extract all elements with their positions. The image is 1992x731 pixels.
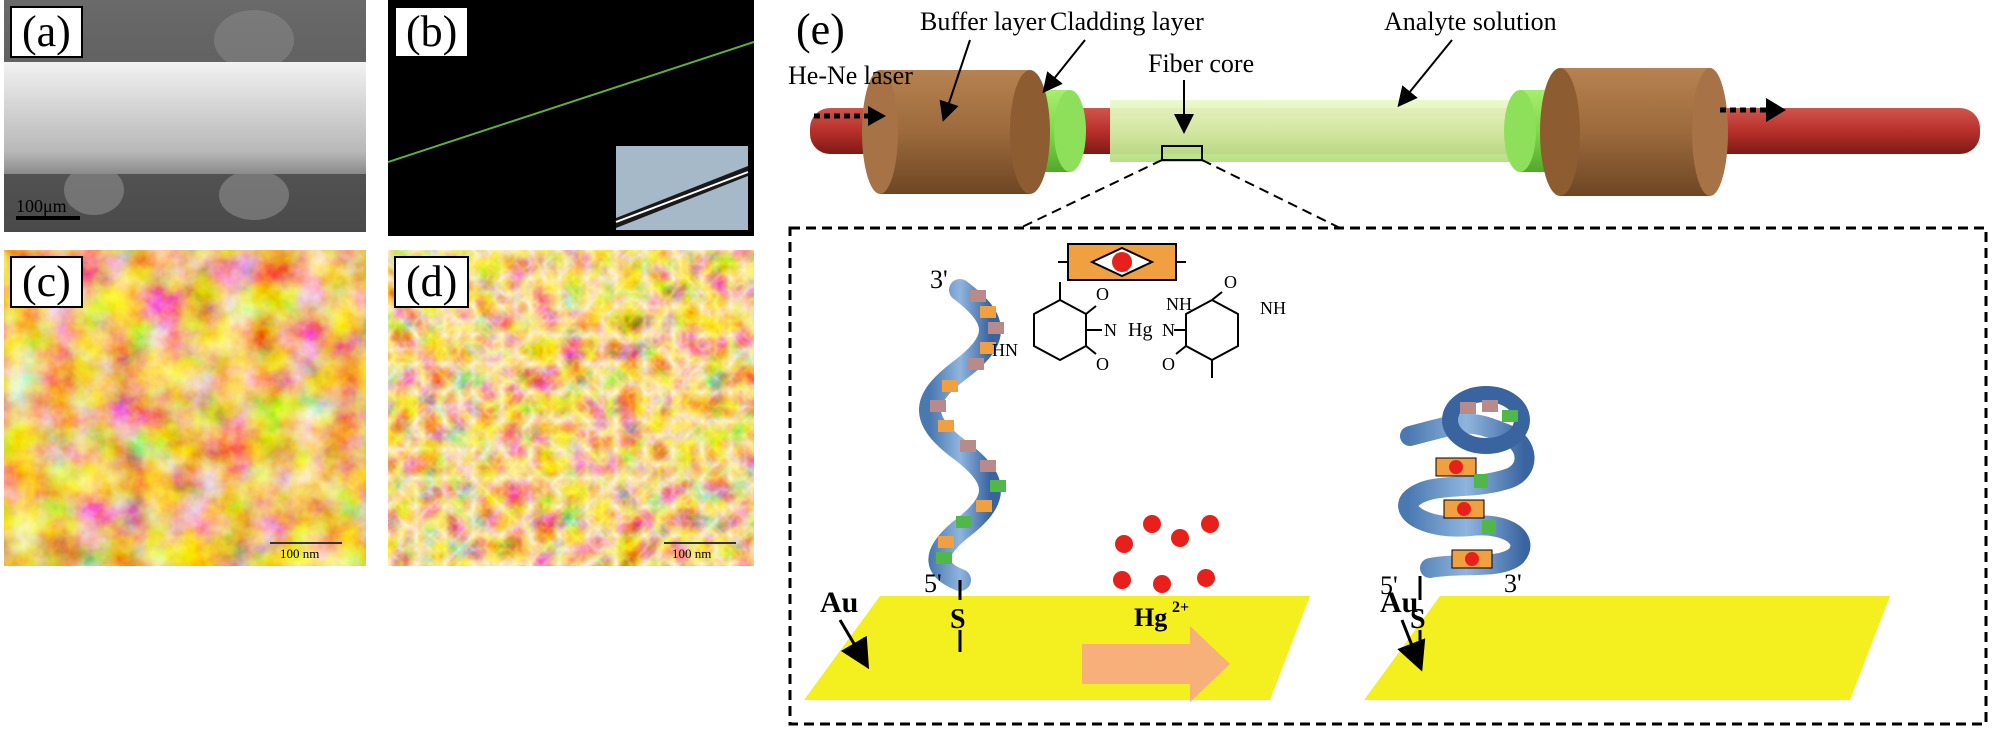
bases-left [930,290,1006,564]
sensor-schematic: (e) Buffer layer Cladding layer Analyte … [788,4,1988,726]
buffer-right-back [1692,68,1728,196]
panel-a-label: (a) [10,6,83,58]
chem-nh-right: NH [1260,298,1286,318]
scale-bar [16,216,80,220]
buffer-left [880,70,1030,194]
label-buffer-layer: Buffer layer [920,7,1046,36]
t-hg-t-symbol [1058,243,1186,281]
buffer-left-back [862,70,898,194]
pointer-au-right [1397,619,1426,672]
zoom-region [1161,145,1203,161]
label-cladding-layer: Cladding layer [1050,7,1204,36]
inset-box [788,226,1988,726]
chem-hn: HN [992,340,1018,360]
dna-strand-folded [1398,386,1535,652]
scale-bar [664,542,736,544]
panel-b: (b) [388,0,754,236]
thymine-hg-structure [1033,282,1239,378]
scale-bar-label: 100 nm [672,546,712,561]
buffer-left-face [1010,70,1050,194]
label-hg-ion: Hg [1134,603,1167,632]
panel-d: (d) 100 nm [388,250,754,566]
fiber-core [1110,100,1520,162]
chem-n-right: N [1162,320,1175,340]
pointer-au-left [838,619,870,670]
dna-strand-unfolded [919,279,1006,652]
label-au-left: Au [820,586,858,619]
label-5prime-left: 5' [924,569,942,598]
label-sulfur-left: S [950,604,966,635]
chem-o3: O [1224,272,1237,292]
panel-e: (e) Buffer layer Cladding layer Analyte … [770,0,1992,731]
label-5prime-right: 5' [1380,571,1398,600]
optical-fiber-image [388,0,754,236]
scale-bar-label: 100μm [16,196,67,216]
label-sulfur-right: S [1410,604,1426,635]
gold-plate-right [1364,596,1890,700]
reaction-arrow [1082,626,1230,702]
pointer-analyte [1397,39,1453,108]
chem-o4: O [1162,354,1175,374]
sem-fiber-image [4,0,366,232]
scale-bar [270,542,342,544]
zoom-line-right [1201,159,1341,229]
buffer-right [1560,68,1710,196]
chem-nh: NH [1166,294,1192,314]
cladding-left-face [1054,90,1086,172]
zoom-line-left [1019,159,1163,229]
gold-plate-left [804,596,1310,700]
chem-o2: O [1096,354,1109,374]
laser-out-arrowhead [1766,98,1786,122]
hg-ions [1113,515,1219,593]
label-he-ne-laser: He-Ne laser [788,61,913,90]
pointer-buffer [939,39,971,122]
cladding-right-face [1504,90,1536,172]
label-fiber-core: Fiber core [1148,49,1254,78]
label-hg-charge: 2+ [1172,599,1189,616]
chem-o1: O [1096,284,1109,304]
label-3prime-left: 3' [930,265,948,294]
panel-e-label-bg [790,4,860,54]
label-au-right: Au [1380,586,1418,619]
chem-n-left: N [1104,320,1117,340]
optical-fiber [810,68,1980,196]
panel-a: (a) 100μm [4,0,366,232]
panel-c: (c) 100 nm [4,250,366,566]
laser-in-arrowhead [868,106,886,126]
panel-d-label: (d) [394,256,470,308]
panel-b-label: (b) [394,6,470,58]
chem-hg: Hg [1128,319,1152,341]
buffer-right-face [1540,68,1580,196]
label-analyte-solution: Analyte solution [1384,7,1557,36]
scale-bar-label: 100 nm [280,546,320,561]
label-3prime-right: 3' [1504,569,1522,598]
panel-c-label: (c) [10,256,83,308]
panel-e-label: (e) [796,5,845,54]
pointer-cladding [1042,39,1086,94]
